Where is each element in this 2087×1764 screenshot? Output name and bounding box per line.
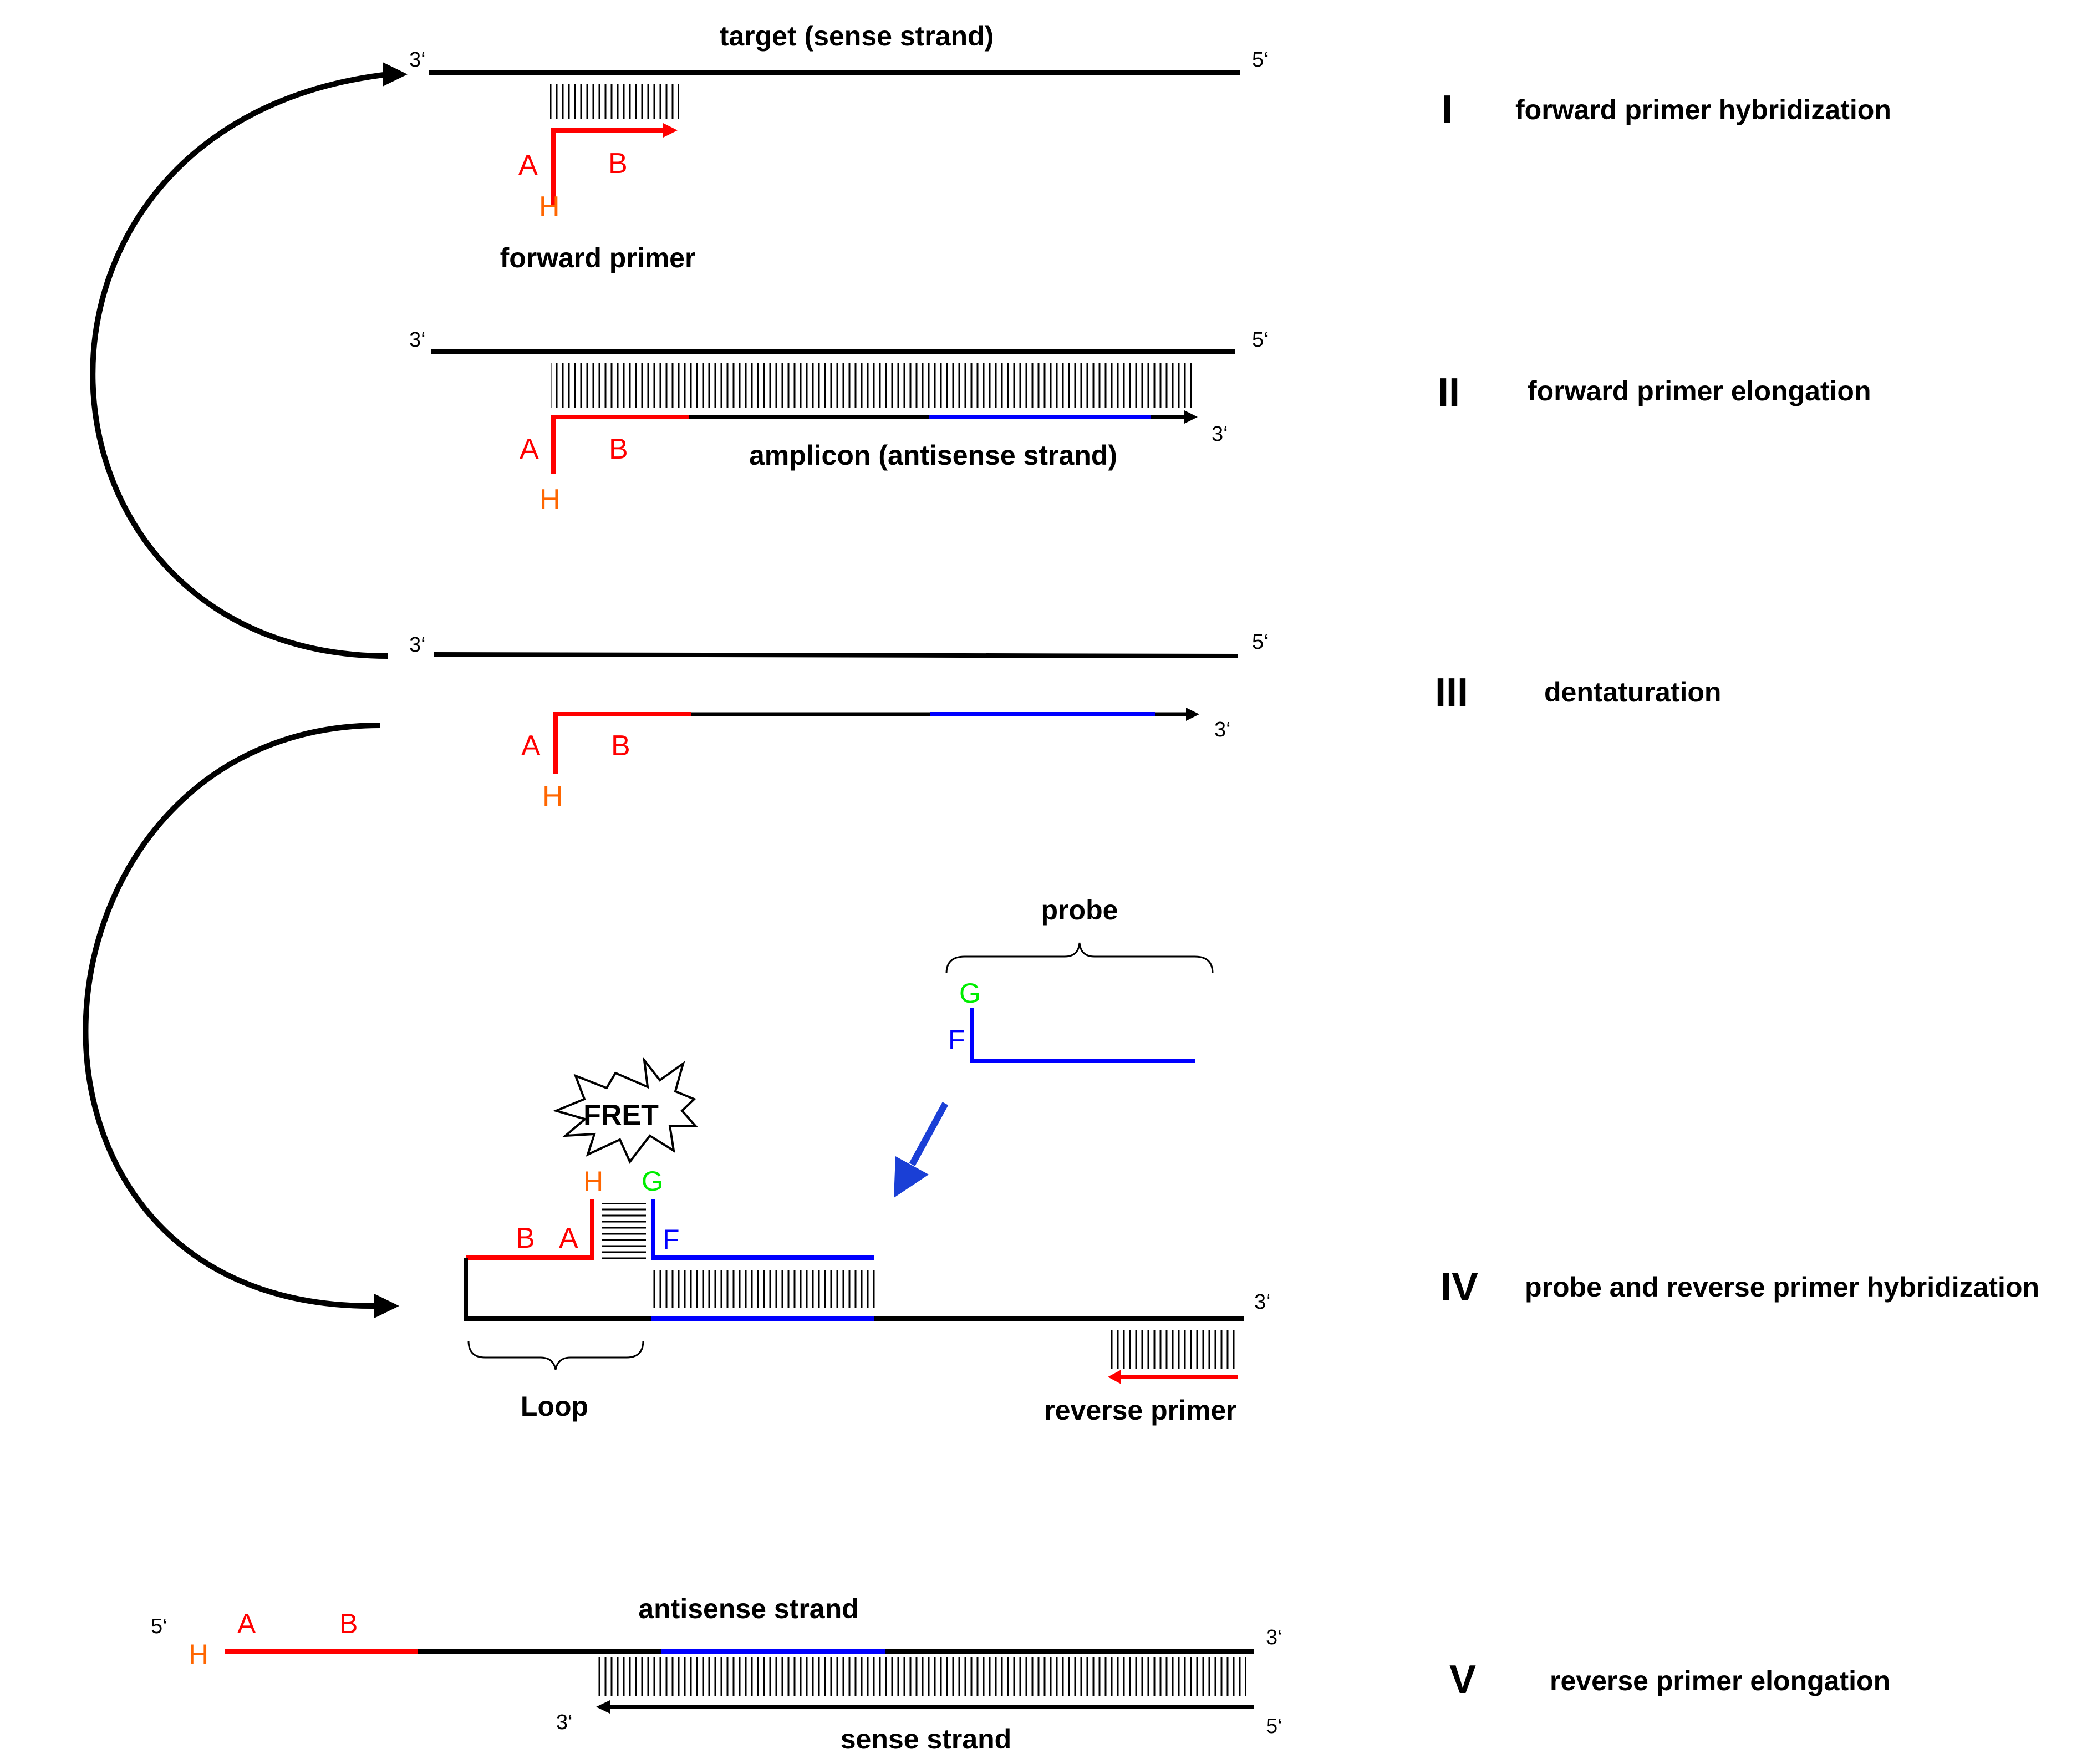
- probe-brace: [945, 942, 1214, 974]
- target-label: target (sense strand): [720, 21, 994, 52]
- loop-brace: [467, 1340, 644, 1370]
- label-b: B: [611, 730, 630, 762]
- hairpin-hatch: [602, 1203, 646, 1260]
- antisense-3prime: 3‘: [1254, 1290, 1271, 1314]
- label-a: A: [520, 433, 539, 465]
- label-g: G: [642, 1166, 663, 1197]
- probe-line: [970, 1008, 1195, 1063]
- label-f: F: [948, 1024, 965, 1055]
- label-b: B: [609, 433, 628, 465]
- target-5prime: 5‘: [1252, 631, 1269, 654]
- label-h: H: [539, 191, 560, 223]
- hybridization-hatch: [550, 84, 679, 119]
- fret-burst: [552, 1056, 698, 1164]
- label-b: B: [608, 148, 628, 180]
- reverse-primer-hatch: [1111, 1330, 1239, 1369]
- antisense-primer-line: [553, 712, 691, 774]
- cycle-arrow-lower: [83, 723, 399, 1318]
- probe-arrow: [909, 1102, 949, 1166]
- step-4-numeral: IV: [1440, 1265, 1478, 1309]
- fret-label: FRET: [583, 1099, 659, 1131]
- step-list: I forward primer hybridization II forwar…: [1435, 88, 2039, 1702]
- elongation-hatch: [551, 363, 1194, 408]
- step-4-diagram: FRET H G B A F 3‘ reverse primer Loop: [464, 1056, 1271, 1426]
- label-a: A: [521, 730, 541, 762]
- label-h: H: [539, 484, 561, 516]
- step-1-diagram: target (sense strand) 3‘ 5‘ A B H forwar…: [409, 21, 1269, 273]
- label-f: F: [663, 1224, 680, 1255]
- amplicon-3prime: 3‘: [1212, 423, 1228, 446]
- loop-label: Loop: [521, 1391, 588, 1422]
- step-2-label: forward primer elongation: [1528, 375, 1871, 406]
- label-a: A: [559, 1222, 578, 1254]
- antisense-3prime: 3‘: [1266, 1626, 1282, 1649]
- step-2-numeral: II: [1438, 370, 1460, 415]
- label-a: A: [518, 149, 538, 181]
- step-3-diagram: 3‘ 5‘ 3‘ A B H: [409, 631, 1269, 812]
- step-5-diagram: antisense strand 5‘ A B H 3‘ 3‘ 5‘ sense…: [151, 1593, 1282, 1755]
- label-g: G: [959, 978, 981, 1009]
- antisense-label: antisense strand: [638, 1593, 858, 1624]
- label-b: B: [516, 1222, 535, 1254]
- target-5prime: 5‘: [1252, 328, 1269, 352]
- step-2-diagram: 3‘ 5‘ 3‘ A B H amplicon (antisense stran…: [409, 328, 1269, 516]
- forward-primer-line: [551, 415, 689, 474]
- antisense-5prime: 5‘: [151, 1615, 167, 1638]
- target-5prime: 5‘: [1252, 48, 1269, 72]
- label-h: H: [189, 1639, 208, 1670]
- step-5-label: reverse primer elongation: [1550, 1665, 1890, 1696]
- step-4-label: probe and reverse primer hybridization: [1525, 1272, 2039, 1303]
- target-3prime: 3‘: [409, 328, 426, 352]
- forward-primer-label: forward primer: [500, 242, 696, 273]
- sense-3prime: 3‘: [556, 1711, 573, 1734]
- sense-5prime: 5‘: [1266, 1715, 1282, 1738]
- primer-hairpin-red: [466, 1199, 594, 1260]
- elongation-hatch: [594, 1657, 1246, 1696]
- label-h: H: [542, 780, 563, 812]
- step-3-label: dentaturation: [1544, 677, 1721, 708]
- reverse-primer-label: reverse primer: [1044, 1395, 1236, 1426]
- target-3prime: 3‘: [409, 633, 426, 657]
- probe-hybrid-hatch: [650, 1270, 875, 1308]
- amplicon-label: amplicon (antisense strand): [749, 440, 1117, 471]
- probe-label: probe: [1041, 894, 1118, 926]
- label-b: B: [339, 1608, 358, 1639]
- step-5-numeral: V: [1449, 1658, 1476, 1702]
- forward-primer-line: [551, 128, 665, 206]
- target-strand: [433, 652, 1238, 658]
- label-h: H: [583, 1166, 603, 1197]
- cycle-arrow-upper: [90, 62, 408, 659]
- step-1-label: forward primer hybridization: [1515, 94, 1891, 125]
- step-3-numeral: III: [1435, 670, 1468, 715]
- target-3prime: 3‘: [409, 48, 426, 72]
- antisense-3prime: 3‘: [1214, 718, 1231, 741]
- label-a: A: [237, 1608, 256, 1639]
- sense-label: sense strand: [841, 1724, 1011, 1755]
- probe-bound: [651, 1199, 874, 1260]
- step-1-numeral: I: [1442, 88, 1453, 132]
- free-probe: probe G F: [894, 894, 1214, 1198]
